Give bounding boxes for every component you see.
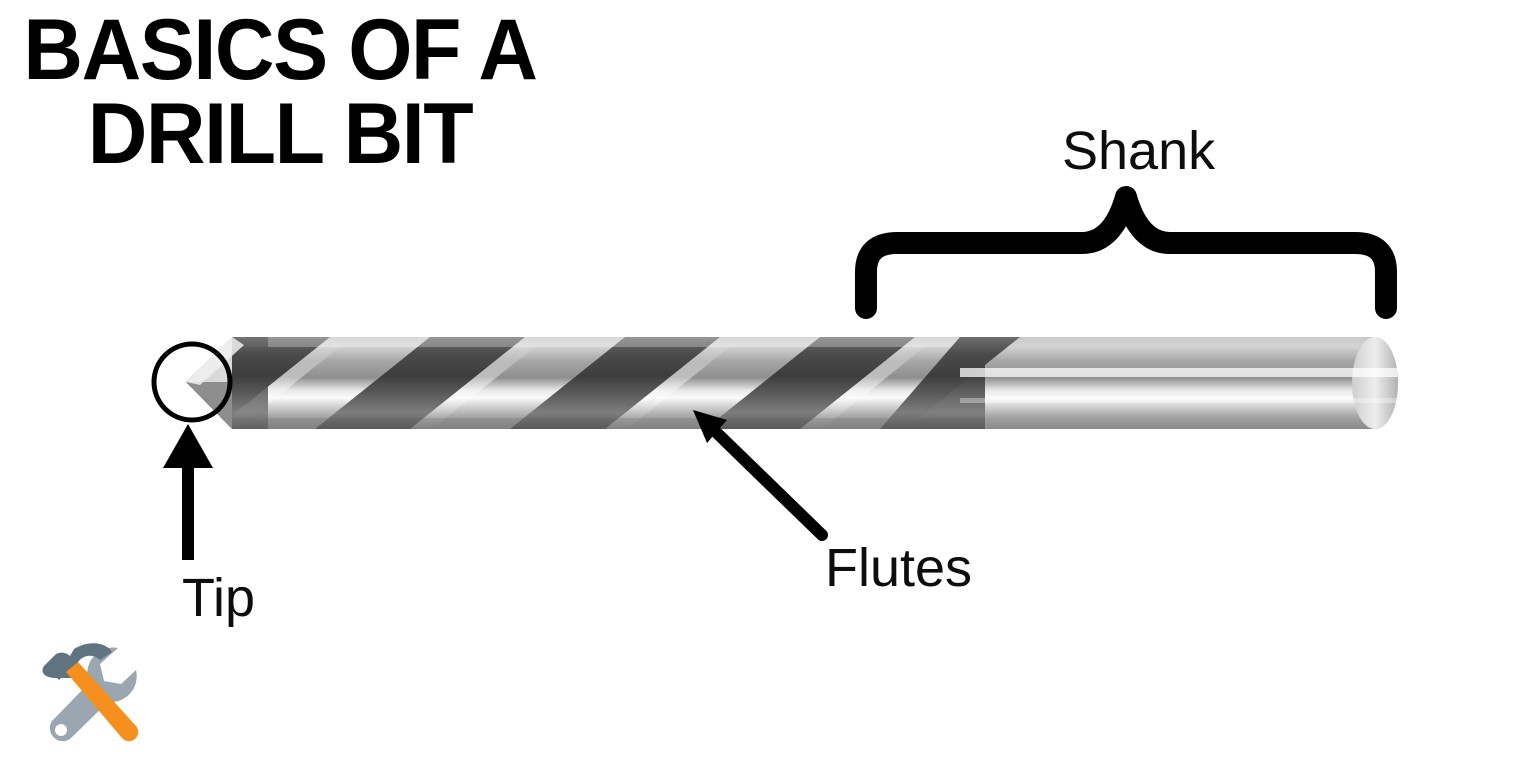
flutes-label: Flutes <box>825 538 973 598</box>
bit-tip <box>186 337 268 429</box>
shank-sheen <box>960 368 1398 403</box>
title-line-1: BASICS OF A <box>23 2 538 98</box>
flute-helix-group <box>186 337 985 429</box>
page-title: BASICS OF A DRILL BIT <box>0 2 560 183</box>
tip-label: Tip <box>182 568 256 628</box>
shank-label: Shank <box>1062 121 1216 181</box>
flute-band <box>900 337 985 429</box>
flute-band <box>510 337 742 429</box>
shank-end-cap <box>1352 337 1398 429</box>
title-line-2: DRILL BIT <box>87 86 474 183</box>
flutes-arrow <box>693 410 828 541</box>
shank-brace <box>855 186 1397 319</box>
tip-arrow <box>163 424 213 560</box>
tip-highlight-circle <box>151 341 233 423</box>
flute-band <box>705 337 937 429</box>
drill-bit-body <box>186 337 1398 429</box>
flute-band <box>315 337 547 429</box>
hammer-icon <box>42 643 139 742</box>
hammer-and-wrench-icon <box>42 643 139 742</box>
flute-runout <box>880 337 1020 429</box>
